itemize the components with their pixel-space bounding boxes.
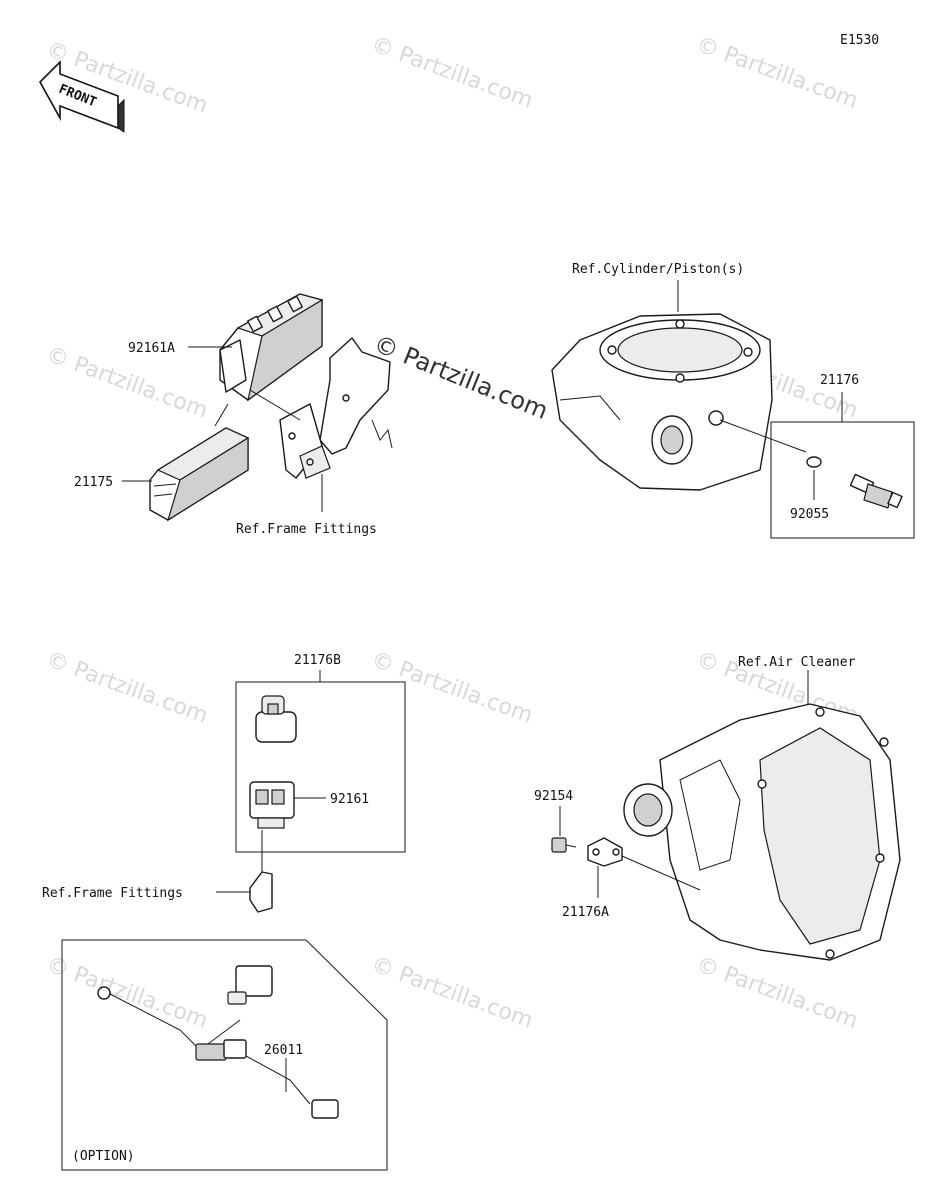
cylinder-part[interactable] — [551, 313, 773, 491]
label-option: (OPTION) — [72, 1149, 135, 1164]
label-92055: 92055 — [790, 507, 829, 522]
ecu-bracket-part[interactable] — [279, 337, 393, 479]
watermark-center: © Partzilla.com — [370, 330, 552, 425]
ecu-unit-part[interactable] — [149, 427, 250, 522]
temp-sensor-part[interactable] — [849, 473, 903, 509]
label-26011: 26011 — [264, 1043, 303, 1058]
sensor-cap-part[interactable] — [255, 695, 297, 743]
label-air-cleaner: Ref.Air Cleaner — [738, 655, 856, 670]
watermark: © Partzilla.com — [693, 32, 861, 114]
watermark: © Partzilla.com — [368, 952, 536, 1034]
watermark: © Partzilla.com — [43, 952, 211, 1034]
connector-part[interactable] — [249, 781, 295, 829]
air-cleaner-part[interactable] — [623, 703, 901, 961]
watermark: © Partzilla.com — [693, 952, 861, 1034]
watermark: © Partzilla.com — [368, 647, 536, 729]
label-21175: 21175 — [74, 475, 113, 490]
intake-sensor-part[interactable] — [587, 837, 623, 867]
frame-clip-part[interactable] — [249, 871, 273, 913]
leader-lines — [122, 280, 843, 1092]
front-arrow-icon: FRONT — [39, 60, 125, 133]
gasket-part[interactable] — [806, 456, 822, 468]
label-21176B: 21176B — [294, 653, 341, 668]
label-21176: 21176 — [820, 373, 859, 388]
ecu-cover-part[interactable] — [219, 293, 324, 402]
label-92161A: 92161A — [128, 341, 175, 356]
watermark: © Partzilla.com — [43, 647, 211, 729]
label-cylinder: Ref.Cylinder/Piston(s) — [572, 262, 744, 277]
label-21176A: 21176A — [562, 905, 609, 920]
diagram-code: E1530 — [840, 33, 879, 48]
label-frame-fittings-mid: Ref.Frame Fittings — [42, 886, 183, 901]
label-92161: 92161 — [330, 792, 369, 807]
harness-part[interactable] — [97, 965, 339, 1119]
watermark: © Partzilla.com — [368, 32, 536, 114]
option-box — [61, 939, 388, 1171]
label-92154: 92154 — [534, 789, 573, 804]
label-frame-fittings-top: Ref.Frame Fittings — [236, 522, 377, 537]
watermark: © Partzilla.com — [43, 342, 211, 424]
screw-part[interactable] — [551, 837, 577, 853]
